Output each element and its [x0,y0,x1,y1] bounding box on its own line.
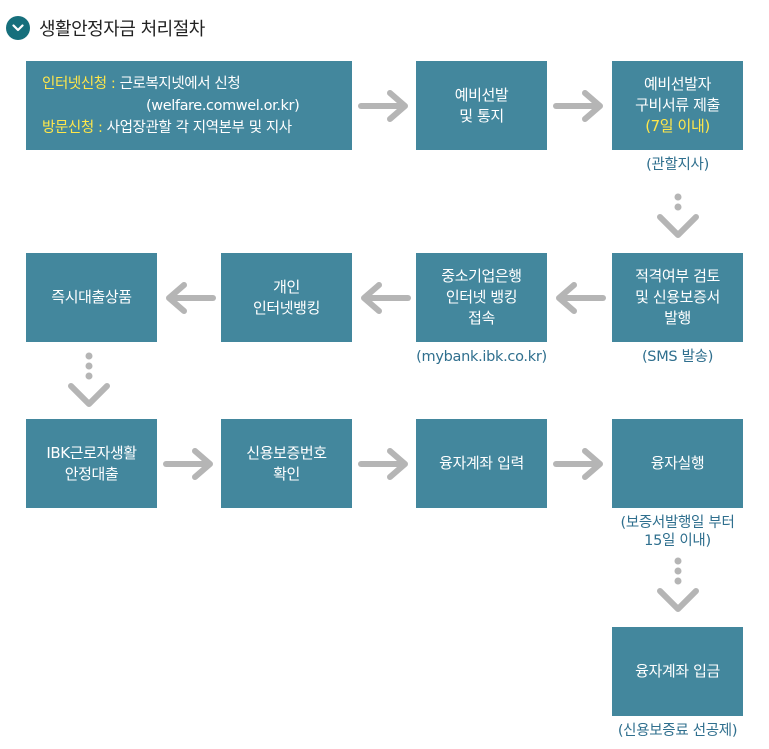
bank-access-box: 중소기업은행 인터넷 뱅킹 접속 [416,253,547,342]
online-apply-sep: : [106,75,120,92]
loan-exec-note: (보증서발행일 부터 15일 이내) [592,514,763,550]
deposit-box: 융자계좌 입금 [612,627,743,716]
arrow-right-icon [358,448,408,480]
guarantee-check-line-2: 확인 [273,464,300,483]
online-apply-label: 인터넷신청 [42,75,107,92]
section-header: 생활안정자금 처리절차 [6,14,205,42]
ibk-loan-box: IBK근로자생활 안정대출 [26,419,157,508]
review-box: 적격여부 검토 및 신용보증서 발행 [612,253,743,342]
personal-banking-line-1: 개인 [273,277,300,296]
review-line-1: 적격여부 검토 [635,267,720,285]
arrow-left-icon [361,282,411,314]
preselect-line-2: 및 통지 [459,106,504,125]
arrow-down-icon [657,557,699,612]
chevron-down-icon[interactable] [6,16,30,40]
online-apply-text: 근로복지넷에서 신청 [119,75,241,92]
arrow-left-icon [556,282,606,314]
arrow-right-icon [358,90,408,122]
arrow-right-icon [553,448,603,480]
review-note: (SMS 발송) [641,349,714,365]
visit-apply-text: 사업장관할 각 지역본부 및 지사 [106,119,292,136]
loan-exec-note-line-2: 15일 이내) [644,533,711,549]
arrow-right-icon [163,448,213,480]
preselect-line-1: 예비선발 [454,85,509,104]
arrow-left-icon [166,282,216,314]
guarantee-check-box: 신용보증번호 확인 [221,419,352,508]
review-line-3: 발행 [664,309,691,327]
visit-apply-label: 방문신청 [42,119,94,136]
preselect-box: 예비선발 및 통지 [416,61,547,150]
loan-exec-note-line-1: (보증서발행일 부터 [620,515,735,531]
deposit-line: 융자계좌 입금 [635,662,720,680]
documents-line-2: 구비서류 제출 [635,96,720,114]
visit-apply-sep: : [93,119,107,136]
bank-access-line-3: 접속 [468,309,495,327]
instant-loan-box: 즉시대출상품 [26,253,157,342]
loan-exec-box: 융자실행 [612,419,743,508]
account-input-box: 융자계좌 입력 [416,419,547,508]
account-input-line: 융자계좌 입력 [439,454,524,472]
arrow-down-icon [657,193,699,238]
ibk-loan-line-1: IBK근로자생활 [46,443,137,462]
documents-deadline: (7일 이내) [645,117,710,135]
bank-note: (mybank.ibk.co.kr) [416,349,547,365]
personal-banking-box: 개인 인터넷뱅킹 [221,253,352,342]
arrow-down-icon [68,352,110,407]
bank-access-line-2: 인터넷 뱅킹 [445,288,518,306]
arrow-right-icon [553,90,603,122]
guarantee-check-line-1: 신용보증번호 [246,443,327,462]
loan-exec-line: 융자실행 [650,454,705,472]
review-line-2: 및 신용보증서 [635,288,720,306]
bank-access-line-1: 중소기업은행 [441,267,522,285]
apply-box: 인터넷신청 : 근로복지넷에서 신청 (welfare.comwel.or.kr… [26,61,352,150]
visit-apply-line: 방문신청 : 사업장관할 각 지역본부 및 지사 [42,117,292,139]
documents-line-1: 예비선발자 [643,75,711,93]
page-title: 생활안정자금 처리절차 [39,19,205,40]
online-apply-url: (welfare.comwel.or.kr) [146,97,300,114]
ibk-loan-line-2: 안정대출 [64,464,119,483]
documents-note: (관할지사) [646,157,709,173]
online-apply-line: 인터넷신청 : 근로복지넷에서 신청 [42,73,241,95]
instant-loan-line: 즉시대출상품 [51,288,132,306]
documents-box: 예비선발자 구비서류 제출 (7일 이내) [612,61,743,150]
personal-banking-line-2: 인터넷뱅킹 [252,298,320,317]
deposit-note: (신용보증료 선공제) [617,723,738,739]
